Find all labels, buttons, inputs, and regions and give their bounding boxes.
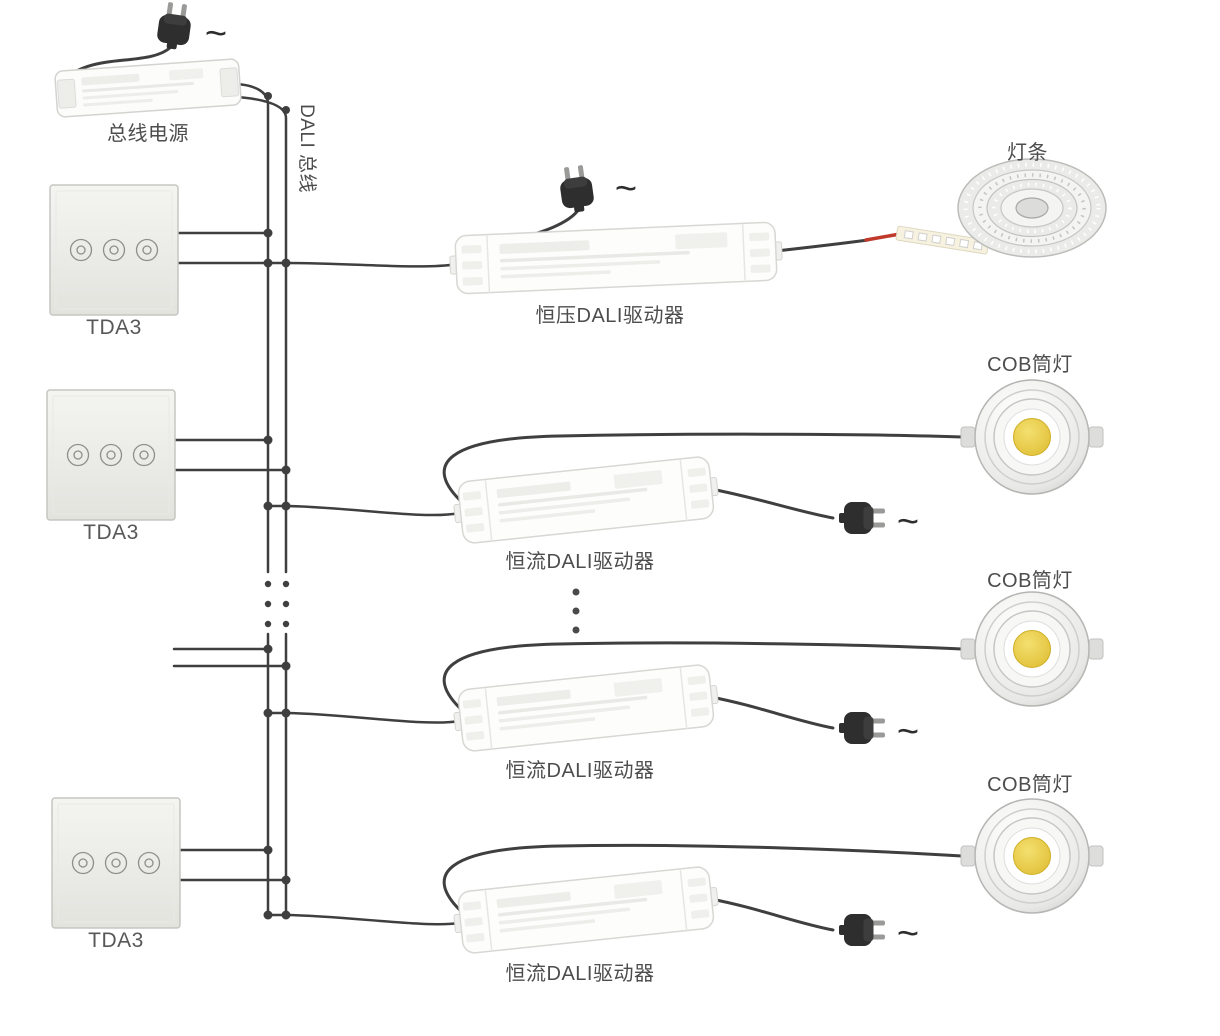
cc1-bus-tap [266, 504, 462, 517]
ac-symbol-bus-power: ~ [204, 13, 228, 55]
cc-dali-driver-2 [450, 662, 722, 754]
cob-downlight-3 [960, 798, 1104, 914]
cc3-output-wire [442, 843, 964, 916]
cv-output-wire [774, 238, 870, 253]
cc2-output-wire [442, 641, 964, 714]
cob-downlight-2 [960, 591, 1104, 707]
cc3-bus-tap [266, 913, 462, 926]
cc-driver-label-2: 恒流DALI驱动器 [505, 760, 655, 782]
cc3-mains-wire [709, 897, 835, 932]
ac-symbol-cc3: ~ [896, 913, 920, 955]
cc2-mains-wire [709, 695, 835, 730]
cc-dali-driver-1 [450, 454, 722, 546]
cob-label-3: COB筒灯 [987, 774, 1073, 796]
cob-downlight-1 [960, 379, 1104, 495]
cc-dali-driver-3 [450, 864, 722, 956]
cob-label-2: COB筒灯 [987, 570, 1073, 592]
bus-line-1-upper [234, 82, 270, 574]
touch-panel-3 [51, 797, 181, 929]
strip-connector-red-wire [864, 232, 902, 242]
driver-continuation-dots [572, 588, 580, 634]
panel-label-2: TDA3 [83, 521, 139, 544]
cc1-output-wire [442, 432, 964, 506]
touch-panel-1 [49, 184, 179, 316]
touch-panel-2 [46, 389, 176, 521]
panel-label-3: TDA3 [88, 929, 144, 952]
ac-symbol-cc1: ~ [896, 501, 920, 543]
dali-bus-label: DALI 总线 [296, 104, 317, 194]
cob-label-1: COB筒灯 [987, 354, 1073, 376]
cc1-mains-plug-icon [839, 502, 885, 534]
cc3-mains-plug-icon [839, 914, 885, 946]
bus-junction-dots [263, 92, 291, 920]
bus-continuation-dots [264, 580, 290, 628]
cc-driver-label-1: 恒流DALI驱动器 [505, 551, 655, 573]
cc1-mains-wire [709, 487, 835, 520]
mains-plug-icon [155, 1, 194, 52]
panel-label-1: TDA3 [86, 316, 142, 339]
panel1-wire-b-cv-tap [175, 261, 460, 268]
led-strip-tail [895, 225, 990, 255]
cv-driver-label: 恒压DALI驱动器 [535, 305, 685, 327]
cc2-mains-plug-icon [839, 712, 885, 744]
led-strip-coil [956, 157, 1108, 259]
cv-mains-plug-icon [557, 164, 596, 215]
ac-symbol-cc2: ~ [896, 711, 920, 753]
cc-driver-label-3: 恒流DALI驱动器 [505, 963, 655, 985]
bus-power-label: 总线电源 [107, 123, 189, 145]
ac-symbol-cv: ~ [614, 168, 638, 210]
strip-label: 灯条 [1007, 142, 1048, 164]
cv-dali-driver [448, 221, 784, 295]
bus-line-2-upper [236, 95, 288, 574]
cc2-bus-tap [266, 711, 462, 724]
